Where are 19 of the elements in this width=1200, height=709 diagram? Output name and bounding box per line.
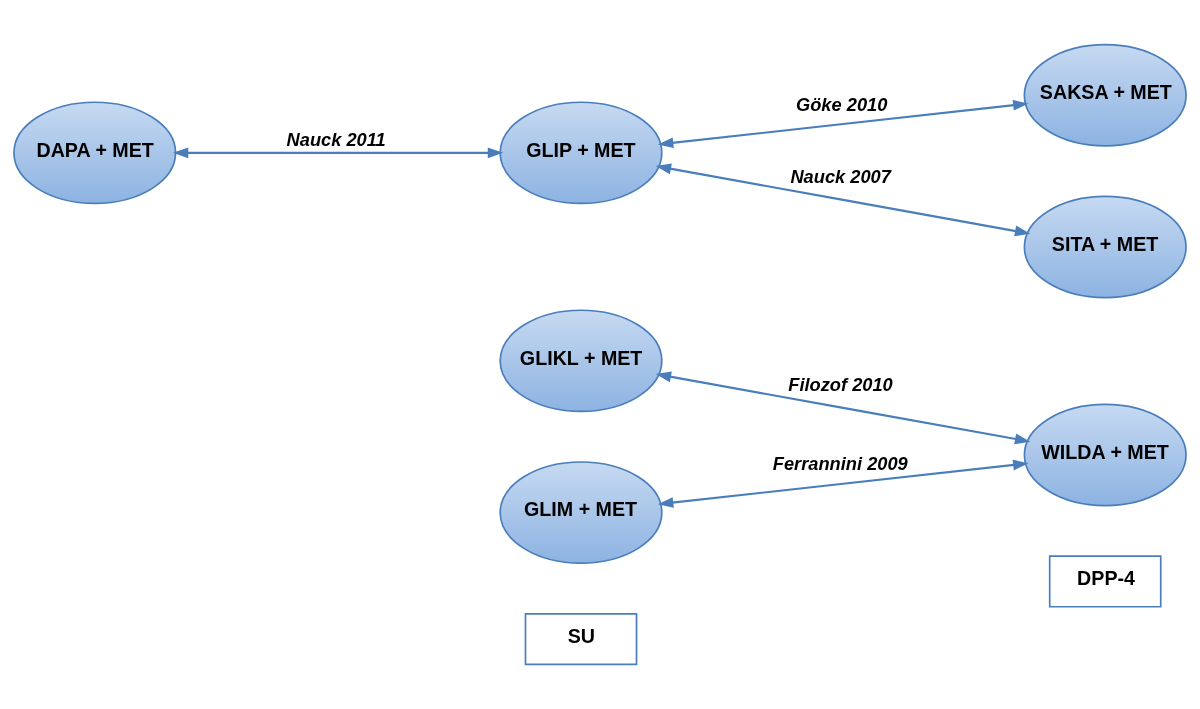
node-box: DPP-4 (1048, 555, 1162, 608)
node-ellipse: WILDA + MET (1023, 403, 1187, 507)
edge-label: Filozof 2010 (788, 373, 893, 395)
arrow (657, 459, 1029, 508)
node-ellipse: GLIP + MET (499, 101, 663, 205)
node-ellipse: SAKSA + MET (1023, 43, 1187, 147)
edge-label: Ferrannini 2009 (772, 452, 908, 474)
node-ellipse: SITA + MET (1023, 195, 1187, 299)
arrow (655, 371, 1031, 445)
edge-label: Nauck 2007 (790, 165, 891, 187)
arrow (655, 163, 1031, 237)
edge-label: Göke 2010 (796, 94, 888, 116)
edge-label: Nauck 2011 (286, 129, 386, 151)
node-ellipse: GLIM + MET (499, 461, 663, 565)
arrow (172, 147, 504, 159)
arrow (657, 99, 1029, 149)
node-box: SU (524, 612, 638, 666)
node-ellipse: GLIKL + MET (499, 309, 663, 413)
node-ellipse: DAPA + MET (13, 101, 177, 205)
